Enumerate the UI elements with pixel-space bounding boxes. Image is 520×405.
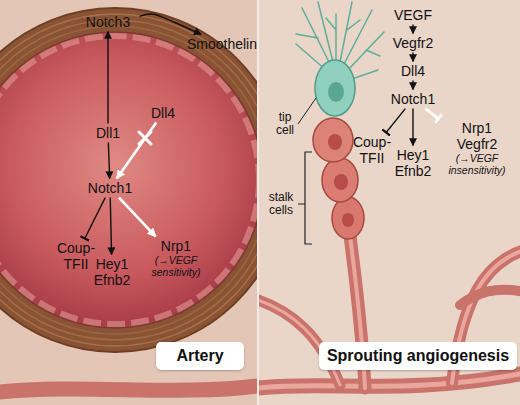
gene-name: Dll1	[88, 125, 128, 141]
gene-node: Nrp1Vegfr2(→VEGF insensitivity)	[440, 120, 514, 176]
gene-name: Notch1	[80, 180, 140, 196]
vessel	[460, 290, 520, 305]
panel-label: Sprouting angiogenesis	[319, 342, 517, 370]
gene-name: Notch3	[78, 14, 138, 30]
gene-node: Dll4	[388, 63, 438, 79]
nucleus	[342, 213, 354, 227]
gene-name: Dll4	[388, 63, 438, 79]
muscle-layer	[0, 14, 257, 346]
gene-name: Vegfr2	[383, 35, 443, 51]
effect-note: (→VEGF sensitivity)	[140, 254, 212, 278]
activation-arrow	[107, 32, 108, 124]
cell-label: stalk cells	[263, 191, 299, 217]
activation-arrow	[117, 123, 157, 179]
gene-node: Notch3	[78, 14, 138, 30]
activation-arrow	[119, 198, 156, 237]
gene-node: Coup-TFII	[54, 240, 98, 272]
gene-node: Notch1	[80, 180, 140, 196]
gene-name: Efnb2	[87, 272, 137, 288]
stalk-cell	[322, 158, 358, 202]
gene-name: Smoothelin	[184, 36, 260, 52]
gene-name: Coup-TFII	[54, 240, 98, 272]
activation-arrow	[412, 25, 413, 34]
activation-arrow	[412, 53, 413, 62]
activation-arrow	[412, 81, 413, 90]
gene-name: Hey1	[87, 256, 137, 272]
effect-note: (→VEGF insensitivity)	[440, 152, 514, 176]
panel-divider	[257, 0, 259, 405]
gene-name: Dll4	[143, 105, 183, 121]
inhibition-connector	[386, 109, 405, 133]
nucleus	[328, 82, 344, 102]
leader-line	[298, 98, 316, 124]
gene-name: Vegfr2	[440, 136, 514, 152]
gene-name: Coup-TFII	[350, 134, 394, 166]
nucleus	[334, 174, 348, 190]
muscle-layer	[0, 26, 257, 334]
activation-arrow	[412, 109, 413, 146]
vessel	[259, 374, 520, 388]
gene-name: Efnb2	[388, 163, 438, 179]
stalk-cell	[313, 118, 353, 162]
gene-node: Hey1Efnb2	[87, 256, 137, 288]
bracket	[298, 152, 312, 244]
panel-title: Sprouting angiogenesis	[319, 347, 517, 365]
block-mark	[139, 132, 151, 144]
inhibition-connector	[85, 198, 105, 239]
inhibition-connector	[425, 109, 438, 119]
gene-name: Nrp1	[140, 238, 212, 254]
tip-cell	[315, 60, 355, 116]
stalk-cell	[332, 197, 364, 239]
artery-lumen	[0, 32, 257, 328]
gene-node: Vegfr2	[383, 35, 443, 51]
panel-title: Artery	[156, 347, 244, 365]
gene-node: Smoothelin	[184, 36, 260, 52]
vessel	[0, 386, 257, 392]
activation-arrow	[108, 143, 109, 179]
gene-name: VEGF	[383, 7, 443, 23]
gene-name: Nrp1	[440, 120, 514, 136]
gene-node: Nrp1(→VEGF sensitivity)	[140, 238, 212, 278]
gene-node: Hey1Efnb2	[388, 147, 438, 179]
gene-name: Hey1	[388, 147, 438, 163]
panel-label: Artery	[156, 342, 244, 370]
gene-node: VEGF	[383, 7, 443, 23]
nucleus	[328, 134, 342, 150]
activation-arrow	[140, 14, 202, 35]
activation-arrow	[110, 198, 111, 255]
muscle-layer	[0, 20, 257, 340]
cell-label: tip cell	[271, 111, 299, 137]
gene-name: Notch1	[383, 91, 443, 107]
gene-node: Notch1	[383, 91, 443, 107]
endothelium	[0, 36, 257, 324]
smooth-muscle-ring	[0, 8, 257, 352]
vessel-highlight	[259, 374, 520, 388]
gene-node: Dll1	[88, 125, 128, 141]
gene-node: Coup-TFII	[350, 134, 394, 166]
gene-node: Dll4	[143, 105, 183, 121]
